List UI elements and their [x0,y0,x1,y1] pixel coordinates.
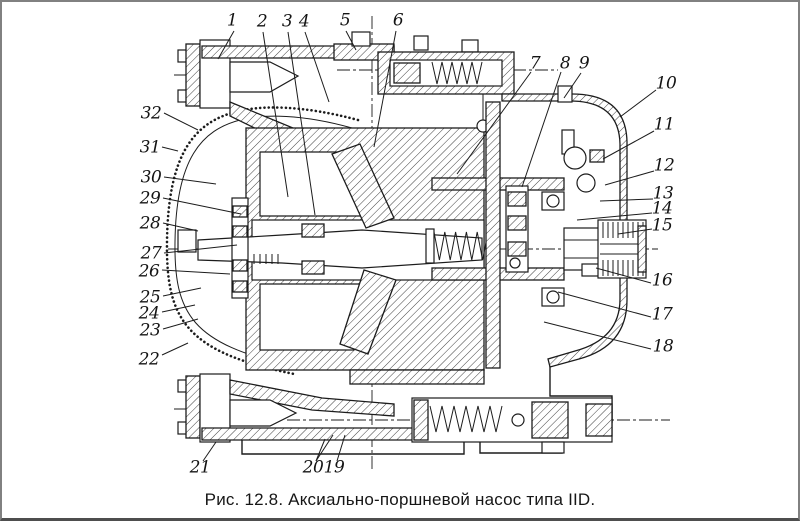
callout-label-5: 5 [339,10,351,31]
callout-label-31: 31 [139,137,161,158]
callout-label-7: 7 [529,53,541,74]
bottom-valve-assembly [349,369,613,454]
figure-caption: Рис. 12.8. Аксиально-поршневой насос тип… [204,490,596,509]
callout-label-19: 19 [323,457,345,478]
callout-label-3: 3 [281,11,293,32]
callout-label-4: 4 [298,11,310,32]
callout-label-22: 22 [138,349,160,370]
callout-label-20: 20 [302,457,324,478]
callout-label-23: 23 [139,320,161,341]
callout-label-21: 21 [189,457,211,478]
callout-label-32: 32 [140,103,162,124]
shaft-and-pistons [177,185,565,307]
callout-label-17: 17 [651,304,673,325]
callout-label-13: 13 [652,183,674,204]
callout-label-27: 27 [140,243,162,264]
callout-label-18: 18 [652,336,674,357]
callout-label-2: 2 [256,11,268,32]
splined-shaft-coupling [563,219,647,279]
callout-label-6: 6 [392,10,404,31]
callout-label-11: 11 [653,114,675,135]
callout-label-28: 28 [139,213,161,234]
leader-lines [161,30,657,462]
callout-label-10: 10 [655,73,677,94]
callout-label-24: 24 [138,303,160,324]
callout-label-25: 25 [139,287,161,308]
callout-label-14: 14 [651,198,673,219]
callout-label-8: 8 [559,53,571,74]
callout-label-26: 26 [138,261,160,282]
callout-label-16: 16 [651,270,673,291]
callout-label-12: 12 [653,155,675,176]
callout-label-30: 30 [140,167,162,188]
callout-label-9: 9 [578,53,590,74]
gasket-bead-line [165,106,360,376]
left-mounting-flange-bottom [177,373,465,455]
right-housing [485,85,628,369]
callout-label-29: 29 [139,188,161,209]
callout-label-1: 1 [226,10,238,31]
callout-label-15: 15 [651,215,673,236]
